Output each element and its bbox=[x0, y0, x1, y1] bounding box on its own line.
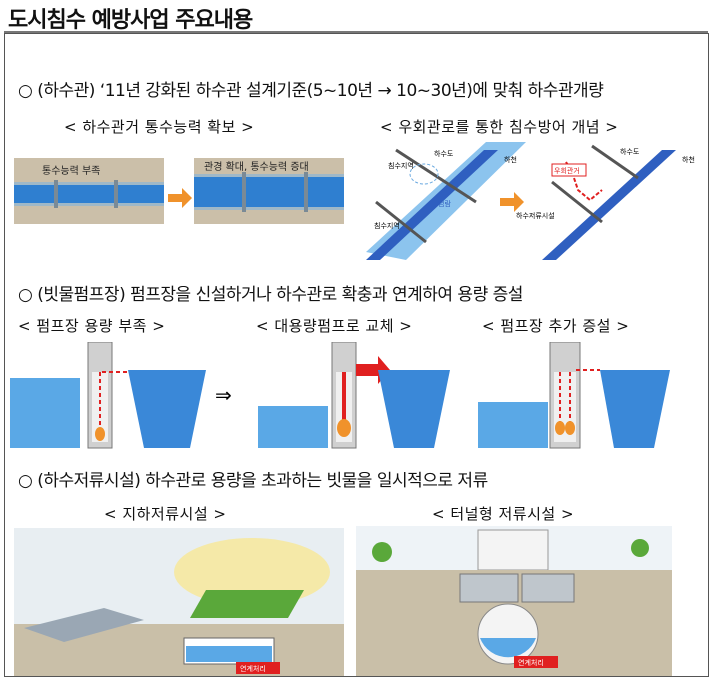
svg-text:하수도: 하수도 bbox=[620, 147, 640, 156]
pipe-after-label: 관경 확대, 통수능력 증대 bbox=[204, 160, 309, 173]
title-underline bbox=[4, 31, 708, 33]
svg-text:하천: 하천 bbox=[504, 155, 517, 164]
pump-replace-subtitle: < 대용량펌프로 교체 > bbox=[256, 317, 413, 335]
page-title: 도시침수 예방사업 주요내용 bbox=[8, 8, 253, 33]
tunnel-storage-figure: 연계처리 bbox=[356, 526, 672, 676]
underground-storage-subtitle: < 지하저류시설 > bbox=[104, 505, 227, 523]
svg-text:하수저류시설: 하수저류시설 bbox=[516, 211, 555, 220]
pump-shortage-subtitle: < 펌프장 용량 부족 > bbox=[18, 317, 166, 335]
pump-station-figure: ⇒ bbox=[10, 342, 670, 449]
sewer-capacity-subtitle: < 하수관거 통수능력 확보 > bbox=[64, 118, 255, 136]
orange-arrow-icon bbox=[500, 192, 524, 212]
tunnel-tag: 연계처리 bbox=[518, 658, 544, 667]
svg-text:침수지역: 침수지역 bbox=[374, 221, 400, 230]
sewer-bullet: ○ (하수관) ‘11년 강화된 하수관 설계기준(5~10년 → 10~30년… bbox=[18, 81, 604, 101]
svg-text:우회관거: 우회관거 bbox=[554, 166, 580, 175]
svg-text:하수도: 하수도 bbox=[434, 149, 454, 158]
underground-tag: 연계처리 bbox=[240, 664, 266, 673]
tunnel-storage-subtitle: < 터널형 저류시설 > bbox=[432, 505, 575, 523]
pump-add-subtitle: < 펌프장 추가 증설 > bbox=[482, 317, 630, 335]
underground-storage-figure: 연계처리 bbox=[14, 528, 344, 676]
pump-bullet: ○ (빗물펌프장) 펌프장을 신설하거나 하수관로 확충과 연계하여 용량 증설 bbox=[18, 285, 523, 305]
storage-bullet: ○ (하수저류시설) 하수관로 용량을 초과하는 빗물을 일시적으로 저류 bbox=[18, 471, 488, 491]
bypass-subtitle: < 우회관로를 통한 침수방어 개념 > bbox=[380, 118, 619, 136]
transition-arrow: ⇒ bbox=[215, 383, 232, 407]
pipe-capacity-figure: 통수능력 부족 관경 확대, 통수능력 증대 bbox=[14, 158, 344, 224]
content-frame bbox=[4, 33, 709, 677]
bypass-concept-figure: 하수도 하천 침수지역 범람 침수지역 우회관거 하수도 하천 하수저류시설 bbox=[366, 142, 695, 260]
orange-arrow-icon bbox=[168, 188, 192, 208]
pipe-before-label: 통수능력 부족 bbox=[42, 165, 100, 177]
svg-text:침수지역: 침수지역 bbox=[388, 161, 414, 170]
svg-text:하천: 하천 bbox=[682, 155, 695, 164]
svg-text:범람: 범람 bbox=[438, 199, 451, 208]
